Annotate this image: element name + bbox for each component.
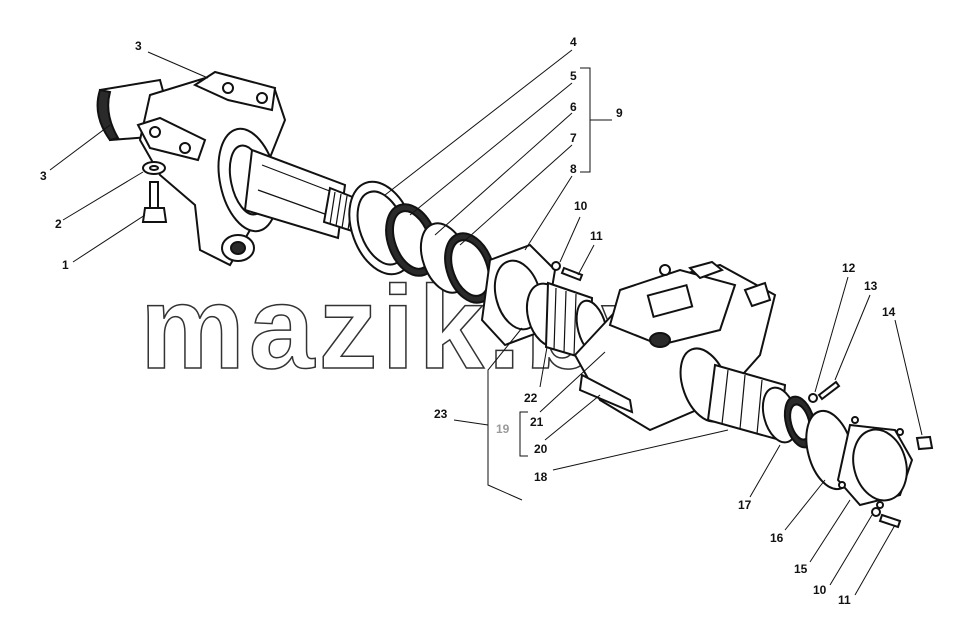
axle-housing	[96, 70, 362, 267]
washer-part-2	[142, 161, 166, 175]
callout-11-upper: 11	[590, 229, 603, 243]
callout-15: 15	[794, 562, 808, 576]
callout-19: 19	[496, 422, 510, 436]
callout-3-left: 3	[40, 169, 47, 183]
callout-22: 22	[524, 391, 538, 405]
bolt-part-11-upper	[551, 261, 584, 282]
callout-8: 8	[570, 162, 577, 176]
callout-10-lower: 10	[813, 583, 827, 597]
callout-11-lower: 11	[838, 593, 851, 607]
seal-set	[348, 180, 496, 304]
bolt-part-1	[141, 181, 168, 223]
callout-6: 6	[570, 100, 577, 114]
leader-lines	[49, 49, 923, 596]
callout-21: 21	[530, 415, 544, 429]
bearing-part-22	[525, 281, 609, 362]
callout-13: 13	[864, 279, 878, 293]
plug-part-14	[915, 435, 934, 451]
callout-4: 4	[570, 35, 577, 49]
callout-10-upper: 10	[574, 199, 588, 213]
callout-3-top: 3	[135, 39, 142, 53]
callout-17: 17	[738, 498, 752, 512]
callout-7: 7	[570, 131, 577, 145]
bolt-part-11-lower	[871, 507, 902, 529]
callout-12: 12	[842, 261, 856, 275]
callout-20: 20	[534, 442, 548, 456]
end-cover-part-15	[836, 416, 914, 509]
callout-5: 5	[570, 69, 577, 83]
callout-23: 23	[434, 407, 448, 421]
callout-labels: 1 2 3 3 4 5 6 7 8 9 10 11 12 13 14 15 10…	[40, 35, 896, 607]
callout-18: 18	[534, 470, 548, 484]
callout-16: 16	[770, 531, 784, 545]
right-shaft	[706, 363, 817, 449]
callout-9: 9	[616, 106, 623, 120]
callout-1: 1	[62, 258, 69, 272]
callout-14: 14	[882, 305, 896, 319]
bolt-part-13	[808, 380, 841, 403]
callout-2: 2	[55, 217, 62, 231]
